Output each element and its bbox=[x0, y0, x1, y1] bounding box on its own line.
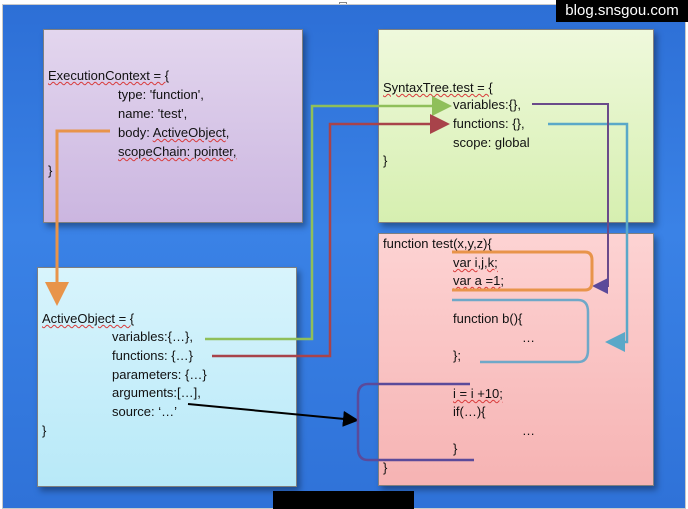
ec-close: } bbox=[48, 163, 53, 178]
st-variables: variables:{}, bbox=[453, 97, 521, 112]
st-scope: scope: global bbox=[453, 135, 530, 150]
st-close: } bbox=[383, 153, 388, 168]
fn-signature: function test(x,y,z){ bbox=[383, 236, 492, 251]
st-title: SyntaxTree.test = { bbox=[383, 80, 493, 95]
ec-body-suffix: , bbox=[225, 125, 230, 140]
fn-inner-close: }; bbox=[453, 348, 461, 363]
fn-assign-i: i = i +10; bbox=[453, 386, 503, 401]
fn-if-body: … bbox=[522, 423, 535, 438]
ao-functions: functions: {…} bbox=[112, 348, 193, 363]
ec-name: name: 'test', bbox=[118, 106, 188, 121]
ec-body-link: ActiveObject bbox=[152, 125, 226, 140]
fn-close: } bbox=[383, 460, 388, 475]
ec-body-prefix: body: bbox=[118, 125, 153, 140]
st-functions: functions: {}, bbox=[453, 116, 525, 131]
ao-arguments: arguments:[…], bbox=[112, 385, 201, 400]
fn-var-a: var a =1; bbox=[453, 273, 504, 288]
redaction-bar bbox=[273, 491, 414, 509]
ec-title: ExecutionContext = { bbox=[48, 68, 170, 83]
watermark-label: blog.snsgou.com bbox=[556, 0, 688, 22]
fn-inner-b: function b(){ bbox=[453, 311, 523, 326]
ao-variables: variables:{…}, bbox=[112, 329, 193, 344]
ao-parameters: parameters: {…} bbox=[112, 367, 207, 382]
fn-if-close: } bbox=[453, 441, 458, 456]
ao-close: } bbox=[42, 423, 47, 438]
ao-source: source: ‘…’ bbox=[112, 404, 178, 419]
ao-title: ActiveObject = { bbox=[42, 311, 135, 326]
ec-scopechain: scopeChain: pointer, bbox=[118, 144, 237, 159]
ec-body: body: ActiveObject, bbox=[118, 125, 229, 140]
fn-inner-body: … bbox=[522, 330, 535, 345]
fn-var-ijk: var i,j,k; bbox=[453, 255, 498, 270]
fn-if: if(…){ bbox=[453, 404, 486, 419]
ec-type: type: 'function', bbox=[118, 87, 204, 102]
function-code-box bbox=[378, 233, 654, 486]
